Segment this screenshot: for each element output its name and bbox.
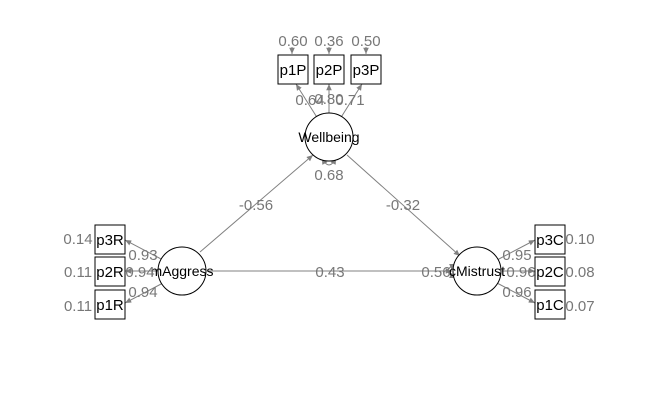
loading-label-p1r: 0.94 [128, 284, 157, 301]
residual-label-p2r: 0.11 [64, 264, 92, 281]
node-labels: Wellbeing mAggress cMistrust p1P p2P p3P… [96, 62, 564, 314]
latent-node-wellbeing [304, 112, 354, 162]
loading-maggress-p3r [124, 239, 164, 261]
path-label-maggress-cmistrust: 0.43 [315, 264, 344, 281]
path-wellbeing-to-cmistrust [346, 154, 461, 257]
loading-label-p3p: 0.71 [335, 92, 364, 109]
residual-label-p3p: 0.50 [351, 33, 380, 50]
indicator-box-p3r [94, 224, 126, 255]
loading-cmistrust-p1c [496, 282, 536, 304]
latent-nodes [157, 112, 502, 296]
indicator-label-p3p: p3P [353, 62, 380, 79]
loading-label-p2r: 0.94 [125, 264, 154, 281]
indicator-label-p1c: p1C [536, 297, 564, 314]
loading-label-p2c: 0.96 [506, 264, 535, 281]
residual-label-p3r: 0.14 [63, 231, 92, 248]
indicator-label-p2r: p2R [96, 264, 124, 281]
coefficient-labels: 0.60 0.36 0.50 0.64 0.80 0.71 0.68 -0.56… [63, 33, 594, 315]
latent-label-wellbeing: Wellbeing [298, 129, 359, 145]
indicator-label-p3r: p3R [96, 232, 124, 249]
loading-cmistrust-p3c [496, 239, 536, 261]
latent-label-cmistrust: cMistrust [449, 263, 505, 279]
residual-label-p2c: 0.08 [565, 264, 594, 281]
indicator-box-p2c [534, 256, 566, 287]
indicator-box-p2r [94, 256, 126, 287]
path-maggress-to-wellbeing [199, 154, 314, 253]
path-label-maggress-wellbeing: -0.56 [239, 197, 273, 214]
indicator-label-p2c: p2C [536, 264, 564, 281]
loading-label-p1c: 0.96 [502, 284, 531, 301]
indicator-label-p3c: p3C [536, 232, 564, 249]
indicator-box-p3p [350, 54, 382, 85]
residual-label-p1p: 0.60 [278, 33, 307, 50]
indicator-nodes [94, 54, 566, 320]
variance-label-cmistrust: 0.56 [421, 264, 450, 281]
indicator-box-p1c [534, 289, 566, 320]
indicator-box-p1r [94, 289, 126, 320]
residual-label-p1c: 0.07 [565, 298, 594, 315]
indicator-label-p1r: p1R [96, 297, 124, 314]
loading-wellbeing-p3p [339, 83, 363, 120]
indicator-label-p2p: p2P [316, 62, 343, 79]
residual-label-p1r: 0.11 [64, 298, 92, 315]
loading-maggress-p1r [124, 282, 164, 304]
indicator-box-p2p [313, 54, 345, 85]
loading-label-p3c: 0.95 [502, 247, 531, 264]
indicator-box-p1p [277, 54, 309, 85]
residual-label-p3c: 0.10 [565, 231, 594, 248]
latent-node-cmistrust [452, 246, 502, 296]
path-label-wellbeing-cmistrust: -0.32 [386, 197, 420, 214]
latent-label-maggress: mAggress [150, 263, 213, 279]
loading-wellbeing-p1p [295, 83, 319, 120]
loading-label-p2p: 0.80 [314, 91, 343, 108]
indicator-box-p3c [534, 224, 566, 255]
residual-label-p2p: 0.36 [314, 33, 343, 50]
variance-label-wellbeing: 0.68 [314, 167, 343, 184]
loading-label-p1p: 0.64 [295, 92, 324, 109]
loading-label-p3r: 0.93 [128, 247, 157, 264]
indicator-label-p1p: p1P [280, 62, 307, 79]
edges [124, 47, 536, 304]
latent-node-maggress [157, 246, 207, 296]
